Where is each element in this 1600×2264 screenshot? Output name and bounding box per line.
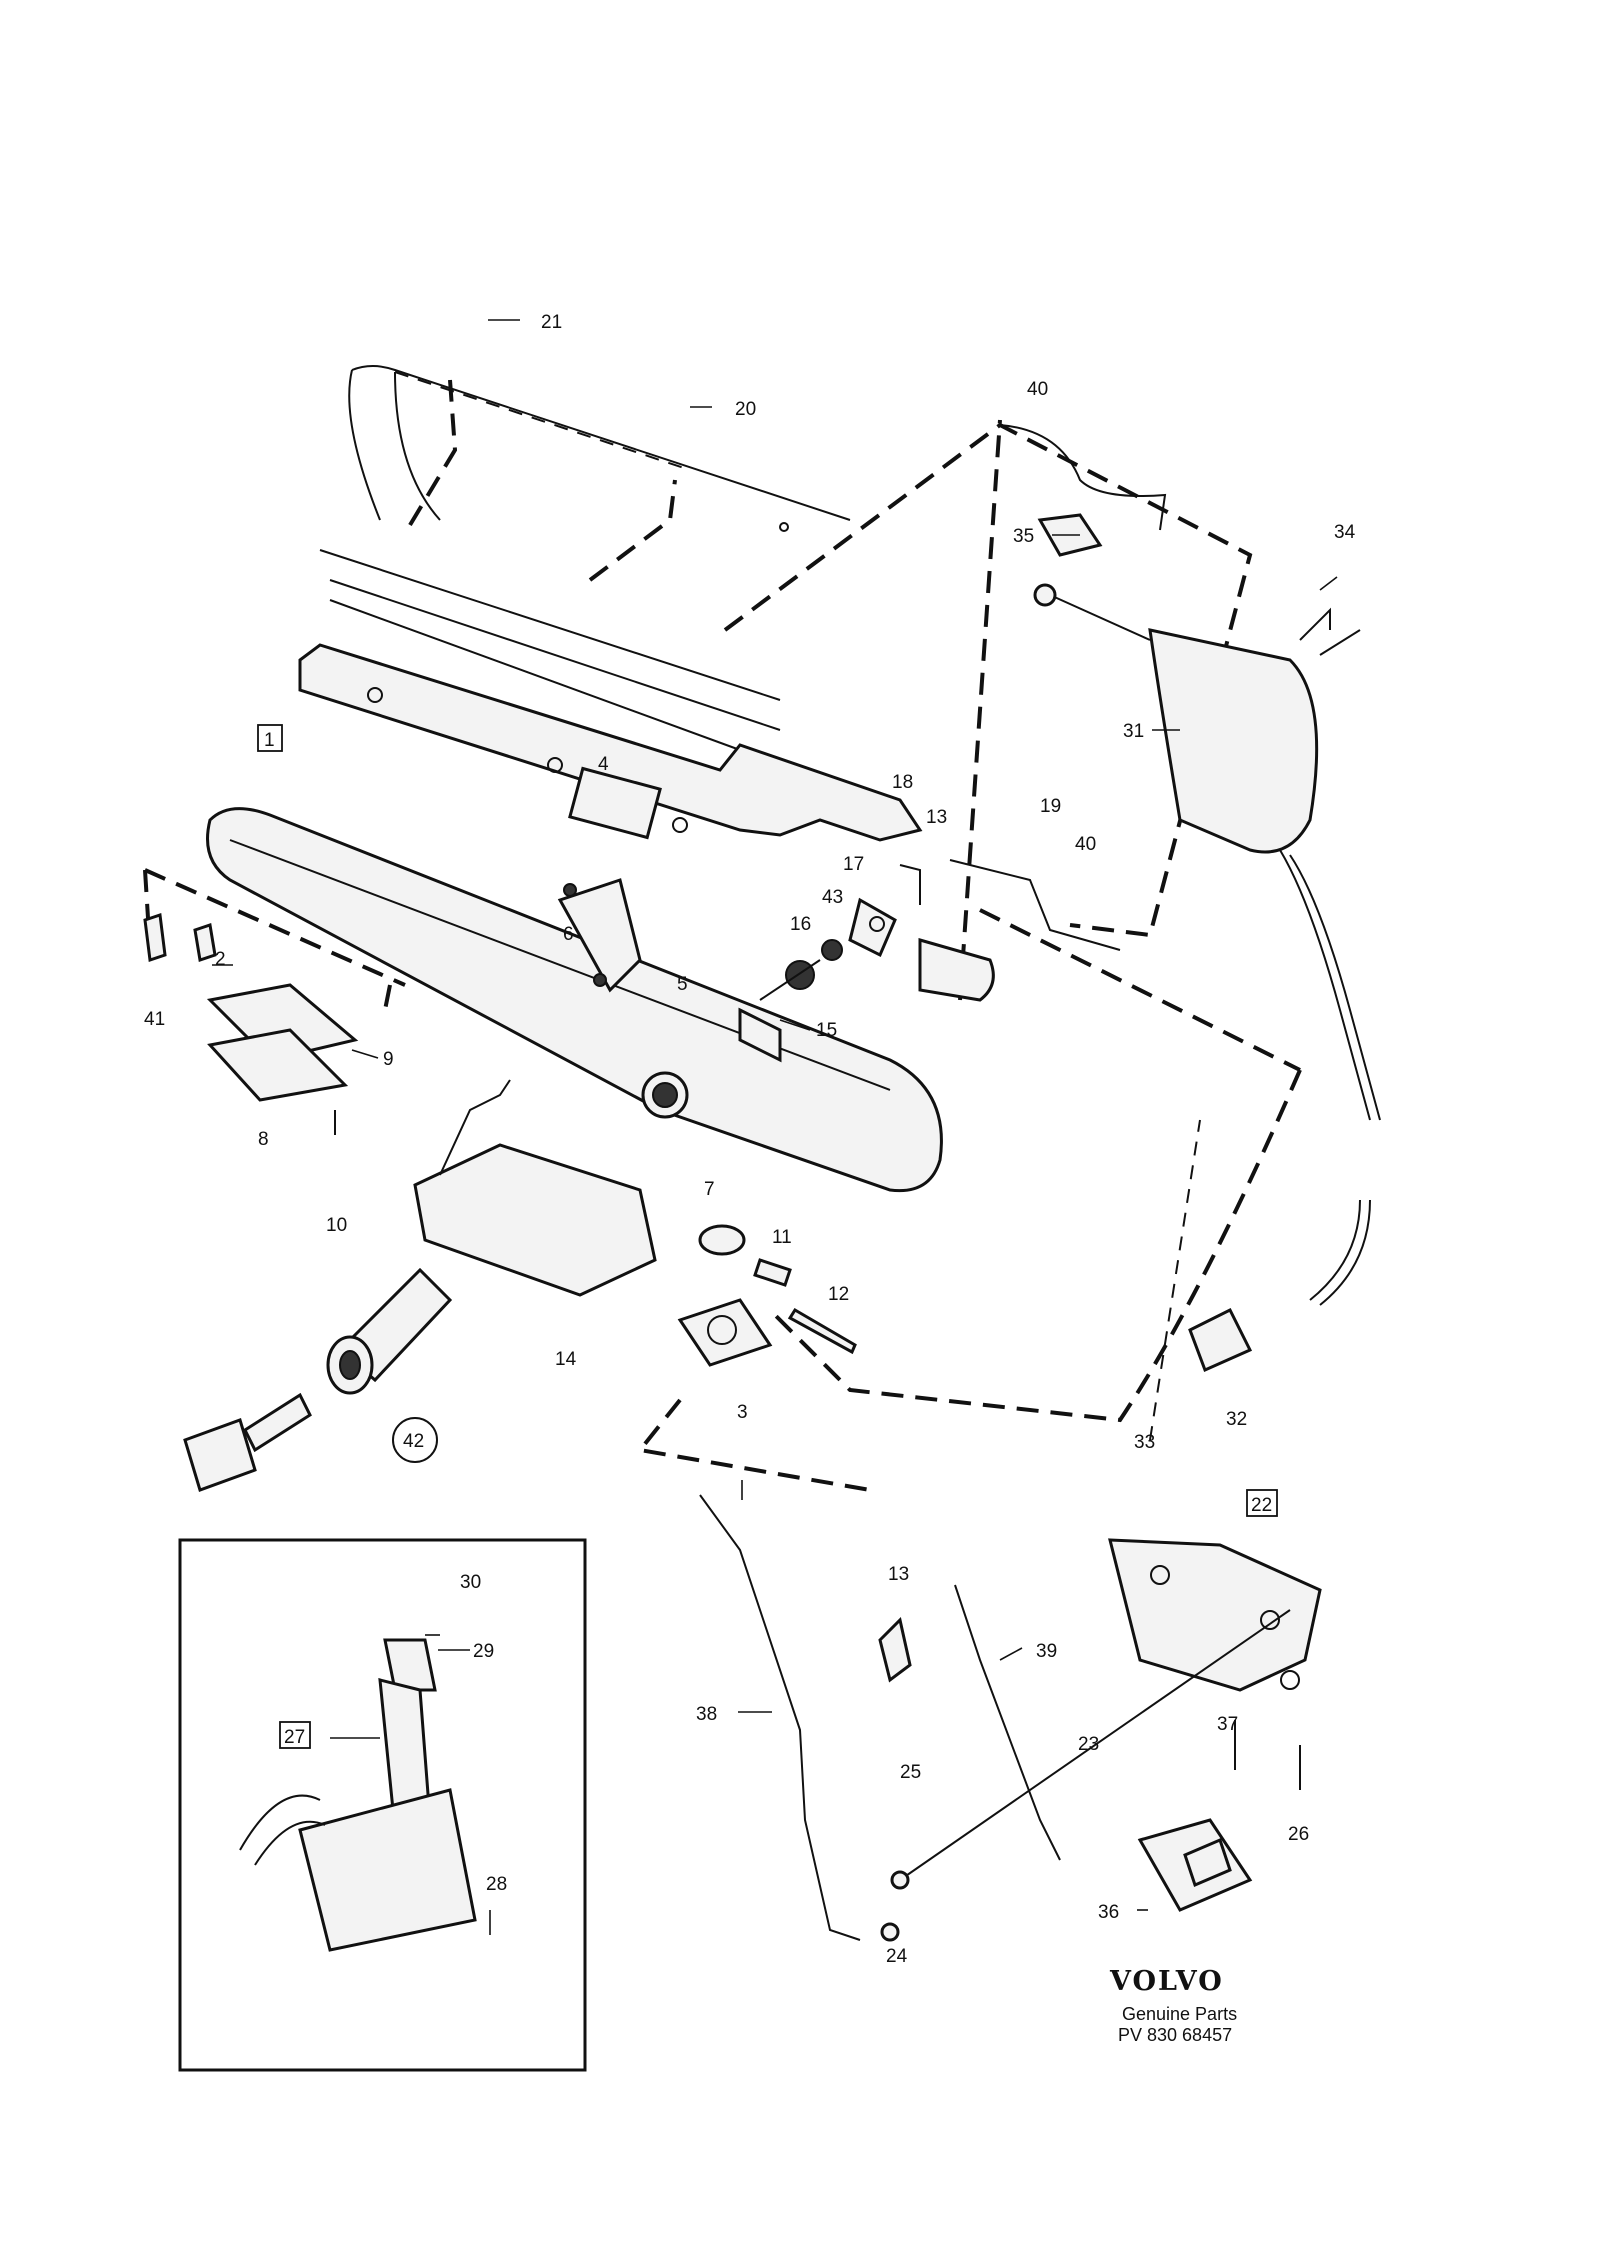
brand-name: VOLVO [1110, 1966, 1224, 1997]
callout-2: 2 [215, 949, 226, 970]
callout-8: 8 [258, 1129, 269, 1150]
inset-frame [178, 1538, 587, 2072]
lock-actuator [1033, 583, 1381, 1373]
upper-bracket [298, 643, 923, 842]
callout-43: 43 [822, 887, 843, 908]
callout-10: 10 [326, 1215, 347, 1236]
callout-3: 3 [737, 1402, 748, 1423]
callout-38: 38 [696, 1704, 717, 1725]
callout-24: 24 [886, 1946, 908, 1967]
callout-4: 4 [598, 754, 609, 775]
callout-16: 16 [790, 914, 811, 935]
assembly-dashed-lines [143, 371, 1302, 1492]
leader-lines [212, 319, 1338, 1935]
callout-21: 21 [541, 312, 562, 333]
lock-housing [413, 1079, 657, 1297]
callout-42: 42 [403, 1431, 424, 1452]
callout-23: 23 [1078, 1734, 1099, 1755]
lock-mechanism [557, 859, 1121, 1063]
callout-30: 30 [460, 1572, 481, 1593]
callout-7: 7 [704, 1179, 715, 1200]
callout-28: 28 [486, 1874, 507, 1895]
tailgate-handle [206, 807, 943, 1193]
callout-40-upper: 40 [1027, 379, 1048, 400]
callout-13-lower: 13 [888, 1564, 909, 1585]
callout-27-box [279, 1721, 311, 1749]
callout-14: 14 [555, 1349, 577, 1370]
brand-line-2: PV 830 68457 [1118, 2025, 1233, 2045]
callout-39: 39 [1036, 1641, 1057, 1662]
inset-parts [239, 1638, 477, 1952]
callout-37: 37 [1217, 1714, 1238, 1735]
callout-36: 36 [1098, 1902, 1119, 1923]
callout-31: 31 [1123, 721, 1144, 742]
callout-6: 6 [563, 924, 574, 945]
callout-26: 26 [1288, 1824, 1309, 1845]
callout-1: 1 [264, 730, 275, 751]
callout-34: 34 [1334, 522, 1356, 543]
callout-1-box [257, 724, 283, 752]
callout-5: 5 [677, 974, 688, 995]
callout-27: 27 [284, 1727, 305, 1748]
callout-13-upper: 13 [926, 807, 947, 828]
callout-19: 19 [1040, 796, 1061, 817]
callout-41: 41 [144, 1009, 165, 1030]
callout-32: 32 [1226, 1409, 1247, 1430]
callout-15: 15 [816, 1020, 837, 1041]
tailgate-panel-outline [319, 365, 851, 751]
callout-18: 18 [892, 772, 913, 793]
lock-cylinder [183, 1267, 453, 1492]
callout-9: 9 [383, 1049, 394, 1070]
callout-12: 12 [828, 1284, 849, 1305]
brand-line-1: Genuine Parts [1122, 2004, 1238, 2024]
callout-33: 33 [1134, 1432, 1155, 1453]
callout-42-circle [392, 1417, 438, 1463]
lower-rods [699, 1494, 1291, 1942]
switch-parts [677, 1224, 857, 1367]
callout-20: 20 [735, 399, 756, 420]
callout-22-box [1246, 1489, 1278, 1517]
callout-11: 11 [772, 1227, 792, 1248]
callout-25: 25 [900, 1762, 921, 1783]
callout-17: 17 [843, 854, 864, 875]
callout-labels: 1 2 3 4 5 6 7 8 9 10 11 12 13 13 14 15 1… [144, 312, 1356, 1967]
lamp-assembly [143, 912, 359, 1135]
latch-assembly [1108, 1538, 1322, 1912]
callout-29: 29 [473, 1641, 494, 1662]
callout-40-lower: 40 [1075, 834, 1096, 855]
callout-22: 22 [1251, 1495, 1272, 1516]
callout-35: 35 [1013, 526, 1034, 547]
